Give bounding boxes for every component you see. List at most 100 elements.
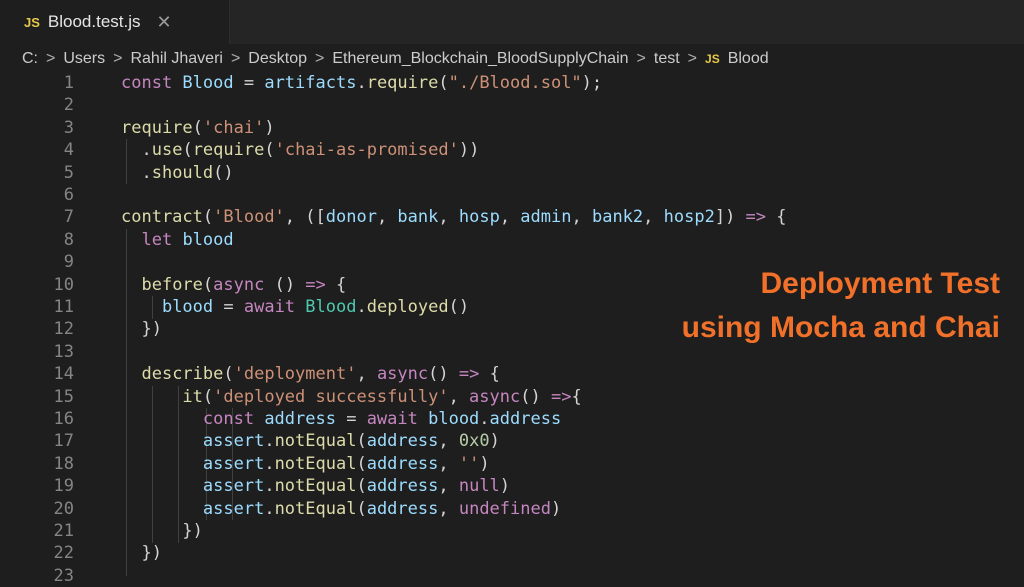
code-token: notEqual bbox=[274, 498, 357, 519]
code-token: . bbox=[264, 498, 275, 519]
code-token: async bbox=[469, 386, 521, 407]
code-text: assert.notEqual(address, 0x0) bbox=[121, 430, 500, 452]
code-token: ) bbox=[489, 431, 500, 452]
breadcrumb-item-project[interactable]: Ethereum_Blockchain_BloodSupplyChain bbox=[332, 50, 629, 67]
code-token: }) bbox=[121, 521, 203, 541]
code-text: it('deployed successfully', async() =>{ bbox=[121, 386, 581, 408]
code-token: , bbox=[438, 207, 459, 228]
line-number: 16 bbox=[53, 409, 74, 429]
line-number: 2 bbox=[63, 95, 74, 116]
code-line[interactable]: 11 blood = await Blood.deployed() bbox=[0, 296, 1024, 318]
code-token bbox=[121, 297, 162, 317]
code-token bbox=[121, 230, 141, 250]
code-token: Blood bbox=[182, 73, 234, 93]
code-token: )) bbox=[458, 140, 480, 161]
indent-guide bbox=[206, 408, 207, 520]
code-token bbox=[121, 387, 182, 407]
code-token: . bbox=[121, 140, 152, 161]
code-line[interactable]: 10 before(async () => { bbox=[0, 274, 1024, 296]
code-token: bank bbox=[397, 207, 439, 228]
code-token: assert bbox=[202, 431, 265, 452]
code-text: assert.notEqual(address, '') bbox=[121, 453, 490, 475]
code-token: { bbox=[325, 274, 347, 295]
code-line[interactable]: 18 assert.notEqual(address, '') bbox=[0, 453, 1024, 475]
code-line[interactable]: 5 .should() bbox=[0, 162, 1024, 184]
code-line[interactable]: 15 it('deployed successfully', async() =… bbox=[0, 386, 1024, 408]
code-token: { bbox=[479, 364, 500, 385]
code-token: should bbox=[151, 162, 214, 183]
code-token: deployed bbox=[366, 297, 449, 317]
line-number: 13 bbox=[53, 341, 74, 362]
code-token: ( bbox=[438, 73, 449, 93]
code-token: { bbox=[766, 207, 787, 228]
editor-tab-blood-test[interactable]: JS Blood.test.js ✕ bbox=[0, 0, 230, 44]
line-number: 21 bbox=[53, 521, 74, 541]
code-line[interactable]: 12 }) bbox=[0, 318, 1024, 340]
breadcrumb-item-drive[interactable]: C: bbox=[22, 50, 38, 67]
line-number: 4 bbox=[63, 140, 74, 161]
breadcrumb-item-user[interactable]: Rahil Jhaveri bbox=[130, 50, 223, 67]
code-token: , bbox=[438, 453, 459, 474]
code-line[interactable]: 16 const address = await blood.address bbox=[0, 408, 1024, 430]
code-token: await bbox=[243, 297, 306, 317]
code-token: require bbox=[366, 73, 439, 93]
indent-guide bbox=[126, 229, 127, 576]
line-number: 5 bbox=[63, 162, 74, 183]
javascript-file-icon: JS bbox=[705, 52, 720, 66]
breadcrumb-item-test[interactable]: test bbox=[653, 50, 680, 67]
code-token: , bbox=[499, 207, 521, 228]
code-token: , bbox=[438, 476, 459, 497]
code-token: 'chai-as-promised' bbox=[274, 140, 459, 161]
close-icon[interactable]: ✕ bbox=[156, 11, 172, 32]
chevron-right-icon: > bbox=[46, 50, 56, 67]
code-line[interactable]: 6 bbox=[0, 184, 1024, 206]
code-line[interactable]: 8 let blood bbox=[0, 229, 1024, 251]
code-text: let blood bbox=[121, 229, 233, 251]
code-text: describe('deployment', async() => { bbox=[121, 363, 500, 385]
code-token: ) bbox=[264, 117, 275, 138]
code-line[interactable]: 22 }) bbox=[0, 542, 1024, 564]
code-token: it bbox=[182, 386, 203, 407]
code-token: () bbox=[213, 162, 234, 183]
breadcrumb-item-desktop[interactable]: Desktop bbox=[248, 50, 307, 67]
code-token: ( bbox=[223, 364, 234, 385]
code-line[interactable]: 9 bbox=[0, 251, 1024, 273]
code-line[interactable]: 14 describe('deployment', async() => { bbox=[0, 363, 1024, 385]
line-number: 15 bbox=[53, 386, 74, 407]
code-token: ) bbox=[499, 476, 511, 497]
code-token: ); bbox=[581, 73, 603, 93]
code-token bbox=[121, 454, 203, 474]
code-line[interactable]: 21 }) bbox=[0, 520, 1024, 542]
code-text: contract('Blood', ([donor, bank, hosp, a… bbox=[121, 206, 787, 228]
code-token: null bbox=[458, 476, 500, 497]
javascript-file-icon: JS bbox=[24, 14, 40, 30]
code-line[interactable]: 17 assert.notEqual(address, 0x0) bbox=[0, 430, 1024, 452]
code-token: let bbox=[141, 229, 183, 250]
code-line[interactable]: 13 bbox=[0, 341, 1024, 363]
breadcrumb-item-file[interactable]: Blood bbox=[727, 50, 769, 67]
code-token: , bbox=[438, 498, 459, 519]
code-token bbox=[121, 476, 203, 496]
code-token: 0x0 bbox=[458, 431, 490, 452]
code-line[interactable]: 20 assert.notEqual(address, undefined) bbox=[0, 498, 1024, 520]
code-token: artifacts bbox=[264, 73, 357, 93]
breadcrumb-item-users[interactable]: Users bbox=[63, 50, 106, 67]
line-number: 18 bbox=[53, 453, 74, 474]
code-line[interactable]: 2 bbox=[0, 94, 1024, 116]
code-token: notEqual bbox=[274, 453, 357, 474]
code-token bbox=[121, 409, 203, 429]
code-token: Blood bbox=[305, 297, 357, 317]
code-token: contract bbox=[121, 207, 203, 228]
code-line[interactable]: 19 assert.notEqual(address, null) bbox=[0, 475, 1024, 497]
code-token: ( bbox=[356, 476, 367, 497]
line-number: 12 bbox=[53, 319, 74, 340]
line-number: 19 bbox=[53, 476, 74, 497]
code-line[interactable]: 4 .use(require('chai-as-promised')) bbox=[0, 139, 1024, 161]
code-token: 'chai' bbox=[202, 117, 265, 138]
code-token: assert bbox=[202, 498, 265, 519]
code-token: hosp2 bbox=[663, 207, 715, 228]
